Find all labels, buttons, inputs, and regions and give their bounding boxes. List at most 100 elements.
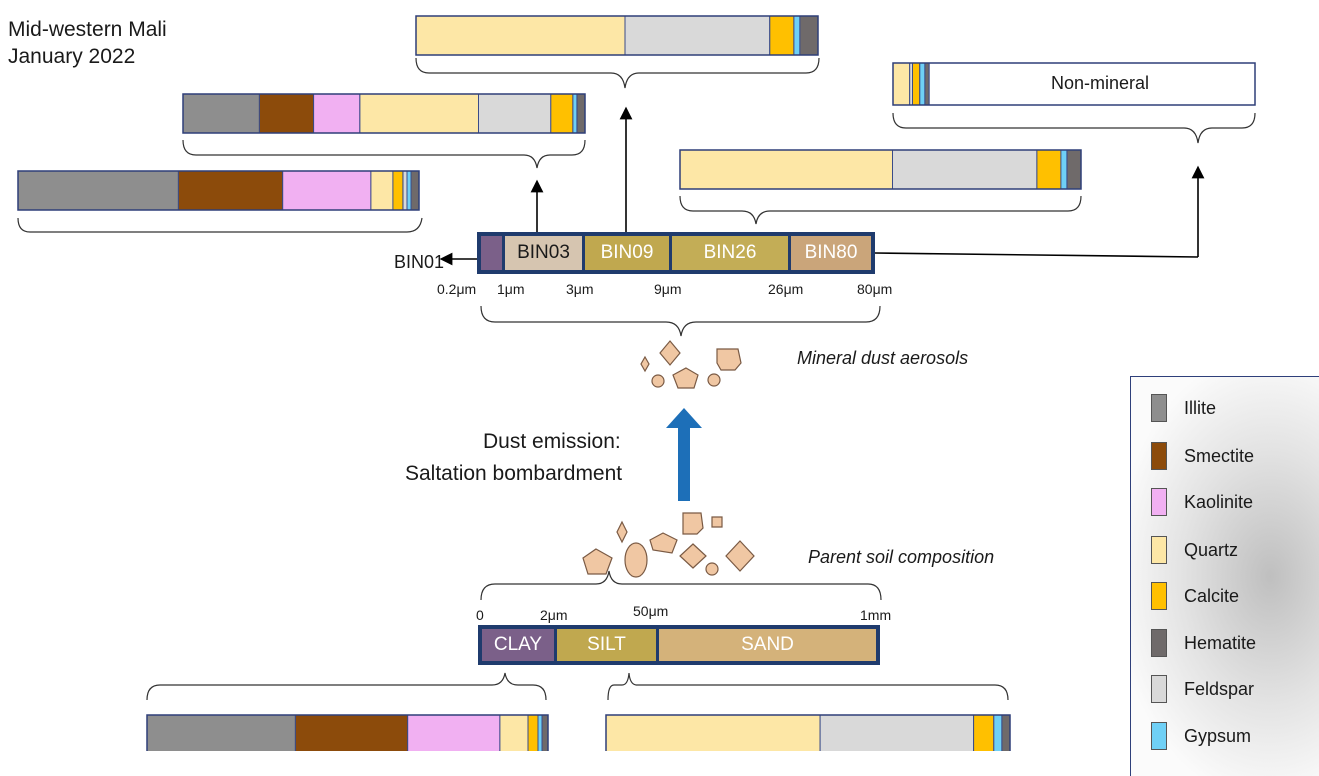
- non-mineral-label: Non-mineral: [1051, 73, 1150, 93]
- composition-bar-bin03: [182, 93, 586, 134]
- soil-cell-silt: SILT: [557, 629, 659, 661]
- segment-calcite: [1036, 149, 1062, 190]
- legend-item-feldspar: Feldspar: [1141, 672, 1319, 706]
- bin-tick-label: 3μm: [566, 281, 594, 297]
- segment-calcite: [392, 170, 404, 211]
- segment-non-mineral: [928, 62, 1256, 106]
- aerosol-particles: [640, 340, 742, 389]
- segment-gypsum: [993, 714, 1003, 751]
- legend-swatch: [1151, 675, 1167, 703]
- legend-item-kaolinite: Kaolinite: [1141, 485, 1319, 519]
- segment-kaolinite: [407, 714, 501, 751]
- segment-gypsum: [1060, 149, 1068, 190]
- composition-bar-outline: [17, 170, 420, 211]
- legend-label: Smectite: [1184, 446, 1255, 466]
- segment-smectite: [177, 170, 284, 211]
- composition-bar-bin80: [892, 62, 1256, 106]
- legend-item-hematite: Hematite: [1141, 626, 1319, 660]
- brace-bin26: [679, 195, 1082, 225]
- brace-bin80: [892, 112, 1256, 144]
- emission-arrow: [666, 408, 702, 501]
- emission-caption-line2: Saltation bombardment: [405, 462, 623, 485]
- segment-illite: [146, 714, 296, 751]
- composition-bar-outline: [182, 93, 586, 134]
- segment-gypsum: [406, 170, 412, 211]
- bin-tick-label: 26μm: [768, 281, 804, 297]
- soil-cell-sand: SAND: [659, 629, 876, 661]
- segment-feldspar: [478, 93, 552, 134]
- segment-hematite: [410, 170, 420, 211]
- bin-cell-bin01: [481, 236, 505, 270]
- brace-bin01-visible: [17, 217, 423, 233]
- bin-tick-label: 9μm: [654, 281, 682, 297]
- brace-soil-silt-sand: [607, 672, 1009, 701]
- segment-hematite: [576, 93, 586, 134]
- segment-kaolinite: [282, 170, 372, 211]
- composition-bar-outline: [892, 62, 1256, 106]
- soil-tick-label: 2μm: [540, 607, 568, 623]
- soil-caption: Parent soil composition: [808, 547, 995, 567]
- bin-size-strip: BIN03 BIN09 BIN26 BIN80: [477, 232, 875, 274]
- composition-bar-outline: [605, 714, 1011, 751]
- title-region: Mid-western Mali: [8, 18, 167, 41]
- brace-bin03: [182, 139, 586, 169]
- segment-gypsum: [537, 714, 543, 751]
- legend-label: Hematite: [1184, 633, 1257, 653]
- soil-cell-clay: CLAY: [482, 629, 557, 661]
- segment-hematite: [1066, 149, 1082, 190]
- legend-item-smectite: Smectite: [1141, 439, 1319, 473]
- legend-label: Gypsum: [1184, 726, 1252, 746]
- segment-calcite: [527, 714, 539, 751]
- segment-quartz: [359, 93, 479, 134]
- soil-particles: [582, 512, 755, 578]
- title-date: January 2022: [8, 45, 136, 68]
- segment-feldspar: [819, 714, 975, 751]
- composition-bar-bin26: [679, 149, 1082, 190]
- brace-bin09: [415, 57, 820, 89]
- legend-swatch: [1151, 488, 1167, 516]
- bin-cell-bin26: BIN26: [672, 236, 791, 270]
- segment-calcite: [550, 93, 574, 134]
- legend-item-gypsum: Gypsum: [1141, 719, 1319, 753]
- soil-tick-label: 50μm: [633, 603, 669, 619]
- legend-swatch: [1151, 629, 1167, 657]
- legend-label: Calcite: [1184, 586, 1240, 606]
- segment-feldspar: [624, 15, 771, 56]
- segment-feldspar: [402, 170, 408, 211]
- brace-bin-scale: [480, 305, 881, 337]
- emission-caption-line1: Dust emission:: [483, 430, 621, 453]
- composition-bar-soil-clay: [146, 714, 549, 751]
- composition-bar-outline: [679, 149, 1082, 190]
- legend-swatch: [1151, 442, 1167, 470]
- legend-label: Illite: [1184, 398, 1217, 418]
- legend-item-calcite: Calcite: [1141, 579, 1319, 613]
- segment-illite: [182, 93, 260, 134]
- segment-calcite: [973, 714, 995, 751]
- segment-smectite: [258, 93, 315, 134]
- segment-quartz: [415, 15, 626, 56]
- legend-label: Kaolinite: [1184, 492, 1254, 512]
- composition-bar-bin09: [415, 15, 819, 56]
- soil-texture-strip: CLAY SILT SAND: [478, 625, 880, 665]
- segment-quartz: [499, 714, 529, 751]
- segment-illite: [17, 170, 179, 211]
- legend-swatch: [1151, 722, 1167, 750]
- segment-calcite: [912, 62, 921, 106]
- brace-soil-clay: [146, 672, 547, 701]
- composition-bar-outline: [415, 15, 819, 56]
- legend-label: Quartz: [1184, 540, 1239, 560]
- segment-kaolinite: [313, 93, 361, 134]
- segment-feldspar: [892, 149, 1038, 190]
- segment-calcite: [769, 15, 795, 56]
- bin01-label: BIN01: [394, 252, 445, 272]
- diagram-canvas: [17, 15, 1256, 751]
- segment-hematite: [799, 15, 819, 56]
- brace-soil-top: [480, 570, 882, 601]
- legend-swatch: [1151, 394, 1167, 422]
- legend-item-illite: Illite: [1141, 391, 1319, 425]
- bin-cell-bin03: BIN03: [505, 236, 585, 270]
- segment-gypsum: [793, 15, 801, 56]
- segment-gypsum: [572, 93, 578, 134]
- mineral-legend: Illite Smectite Kaolinite Quartz Calcite…: [1130, 376, 1319, 776]
- bin-tick-label: 0.2μm: [437, 281, 477, 297]
